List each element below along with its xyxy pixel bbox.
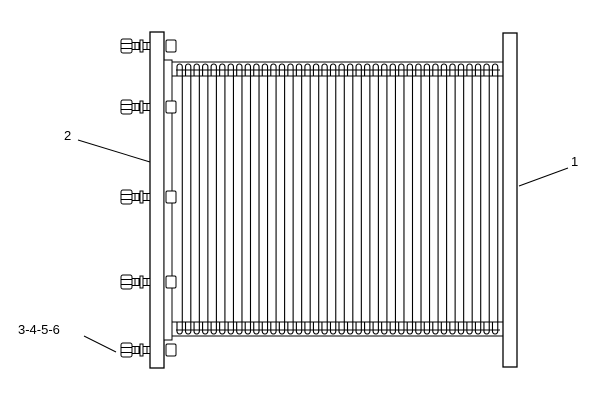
bellows-convolution: [329, 63, 337, 335]
hex-nut: [120, 342, 133, 358]
bellows-convolution: [321, 63, 328, 335]
bellows-convolution: [389, 63, 396, 335]
bellows-convolution: [338, 63, 345, 335]
bellows-convolution: [261, 63, 269, 335]
bolt-assembly: [120, 342, 177, 358]
bellows-convolution: [304, 63, 311, 335]
bolt-assembly: [120, 38, 177, 54]
bellows-convolutions: [176, 63, 499, 335]
bellows-convolution: [244, 63, 252, 335]
left-flange: [149, 31, 165, 369]
bellows-convolution: [270, 63, 277, 335]
bellows-convolution: [432, 63, 439, 335]
callout-fasteners: 3-4-5-6: [18, 322, 60, 337]
bolt-washer: [139, 39, 144, 53]
bellows-convolution: [372, 63, 379, 335]
hex-nut: [120, 38, 133, 54]
bolt-washer: [139, 275, 144, 289]
bellows-convolution: [364, 63, 371, 335]
bellows-convolution: [278, 63, 286, 335]
leader-line-1: [518, 167, 569, 187]
bellows-convolution: [355, 63, 362, 335]
bellows-convolution: [483, 63, 490, 335]
hex-nut: [120, 274, 133, 290]
bellows-convolution: [449, 63, 456, 335]
leader-line-2: [77, 139, 151, 163]
bolt-washer: [139, 100, 144, 114]
bolt-head: [165, 190, 177, 204]
bellows-convolution: [176, 63, 183, 335]
bellows-convolution: [312, 63, 320, 335]
bolt-assembly: [120, 274, 177, 290]
bolt-washer: [139, 343, 144, 357]
bolt-head: [165, 100, 177, 114]
leader-line-3-4-5-6: [83, 335, 117, 353]
bellows-convolution: [295, 63, 303, 335]
bellows-convolution: [406, 63, 414, 335]
bolt-assembly: [120, 189, 177, 205]
bellows-convolution: [415, 63, 422, 335]
bellows-convolution: [346, 63, 354, 335]
bellows-convolution: [236, 63, 243, 335]
bellows-convolution: [210, 63, 217, 335]
bolt-head: [165, 343, 177, 357]
bellows-convolution: [287, 63, 294, 335]
right-flange: [502, 32, 518, 368]
bellows-convolution: [457, 63, 465, 335]
bolt-assembly: [120, 99, 177, 115]
bellows-convolution: [440, 63, 448, 335]
hex-nut: [120, 189, 133, 205]
bellows-convolution: [193, 63, 200, 335]
bellows-convolution: [253, 63, 260, 335]
bolt-head: [165, 39, 177, 53]
bellows-assembly: [170, 61, 504, 337]
bellows-convolution: [466, 63, 473, 335]
bellows-convolution: [423, 63, 431, 335]
callout-bellows: 1: [571, 154, 578, 169]
bellows-convolution: [202, 63, 209, 335]
bellows-convolution: [227, 63, 234, 335]
bellows-convolution: [184, 63, 192, 335]
fastener-set: [120, 38, 177, 358]
callout-flange: 2: [64, 128, 71, 143]
bolt-head: [165, 275, 177, 289]
bellows-convolution: [491, 63, 499, 335]
bellows-convolution: [381, 63, 388, 335]
hex-nut: [120, 99, 133, 115]
bellows-convolution: [474, 63, 482, 335]
bellows-convolution: [398, 63, 405, 335]
bolt-washer: [139, 190, 144, 204]
bellows-convolution: [219, 63, 226, 335]
